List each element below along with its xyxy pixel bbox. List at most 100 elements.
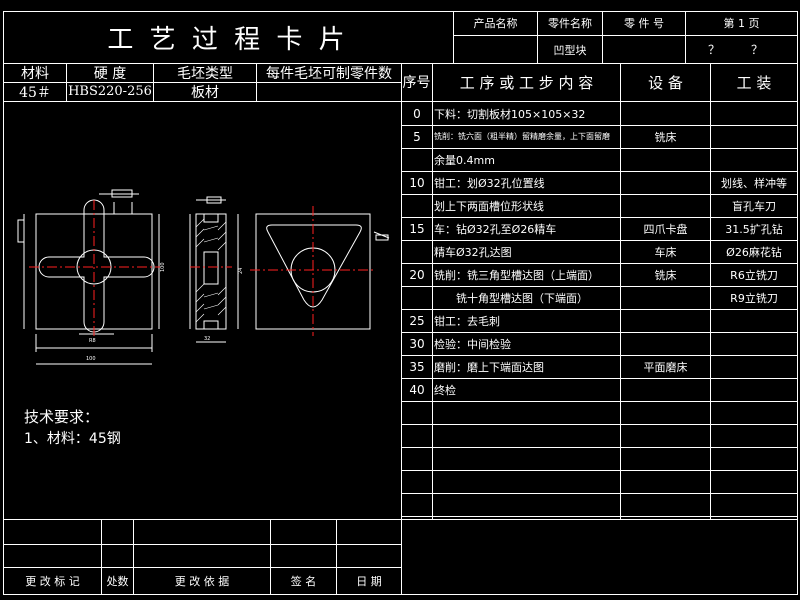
- ops-row-content: 铣削：铣三角型槽达图（上端面）: [434, 268, 599, 282]
- part-drawing: R8 100 100 32 24: [17, 189, 390, 365]
- ops-row-content: 钳工：去毛刺: [434, 314, 500, 328]
- ops-row-tool: Ø26麻花钻: [726, 245, 782, 259]
- hardness-label: 硬 度: [93, 65, 127, 82]
- ops-row-equip: [621, 493, 710, 516]
- ops-row-content: 终检: [434, 383, 456, 397]
- parts-per-blank-value: [257, 82, 401, 101]
- ops-row-no: 5: [413, 129, 421, 144]
- ops-row-tool: [711, 401, 797, 424]
- ops-row-tool: [711, 148, 797, 171]
- ops-row-no: [402, 148, 432, 171]
- ops-row-tool: [711, 493, 797, 516]
- footer-date: 日 期: [356, 575, 382, 588]
- ops-row-content: [434, 493, 620, 516]
- ops-header-equipment: 设 备: [648, 73, 683, 92]
- footer-signature: 签 名: [290, 575, 317, 588]
- ops-row-equip: [621, 194, 710, 217]
- ops-row-equip: 车床: [654, 245, 677, 259]
- part-no-value: ？: [707, 43, 720, 57]
- ops-row-no: [402, 194, 432, 217]
- ops-row-equip: 铣床: [654, 268, 677, 282]
- dim-radius: R8: [89, 338, 96, 344]
- footer-change-mark: 更 改 标 记: [25, 575, 80, 588]
- ops-row-equip: [621, 447, 710, 470]
- dim-width: 100: [86, 356, 96, 362]
- footer-change-basis: 更 改 依 据: [174, 575, 230, 588]
- ops-row-content: 划上下两面槽位形状线: [434, 199, 544, 213]
- ops-row-equip: [621, 424, 710, 447]
- ops-row-no: 40: [409, 382, 425, 397]
- ops-row-no: [402, 493, 432, 516]
- material-value: 45＃: [19, 84, 51, 101]
- ops-header-no: 序号: [402, 75, 431, 91]
- ops-row-tool: [711, 378, 797, 401]
- ops-row-tool: [711, 470, 797, 493]
- ops-row-tool: R9立铣刀: [730, 291, 778, 305]
- part-name-label: 零件名称: [548, 17, 592, 30]
- ops-row-no: 35: [409, 359, 425, 374]
- ops-row-tool: [711, 447, 797, 470]
- part-no-label: 零 件 号: [624, 17, 664, 30]
- ops-row-tool: [711, 332, 797, 355]
- footer-count: 处数: [106, 575, 129, 588]
- blank-type-value: 板材: [191, 84, 219, 101]
- ops-row-tool: 31.5扩孔钻: [725, 222, 783, 236]
- ops-row-no: 15: [409, 221, 425, 236]
- ops-row-equip: 平面磨床: [643, 360, 688, 374]
- ops-row-content: [434, 470, 620, 493]
- ops-row-equip: 四爪卡盘: [643, 222, 688, 236]
- ops-row-equip: [621, 401, 710, 424]
- ops-row-equip: [621, 332, 710, 355]
- center-lines: [29, 200, 376, 337]
- product-name-label: 产品名称: [473, 17, 518, 30]
- ops-row-no: [402, 401, 432, 424]
- ops-row-tool: [711, 309, 797, 332]
- ops-header-content: 工 序 或 工 步 内 容: [459, 73, 594, 92]
- ops-row-no: [402, 424, 432, 447]
- ops-row-no: [402, 470, 432, 493]
- material-label: 材料: [21, 65, 49, 82]
- ops-row-content: [434, 424, 620, 447]
- ops-row-no: 30: [409, 336, 425, 351]
- ops-row-tool: [711, 424, 797, 447]
- parts-per-blank-label: 每件毛坯可制零件数: [266, 65, 392, 82]
- ops-row-no: 0: [413, 106, 421, 121]
- dim-thick: 32: [204, 336, 210, 342]
- ops-row-no: 25: [409, 313, 425, 328]
- card-title: 工 艺 过 程 卡 片: [107, 24, 349, 55]
- ops-row-equip: [621, 148, 710, 171]
- ops-row-no: [402, 240, 432, 263]
- ops-row-content: 下料：切割板材105×105×32: [434, 107, 586, 121]
- ops-row-content: 铣削：铣六面（粗半精）留精磨余量，上下面留磨: [434, 132, 610, 141]
- dim-side: 24: [238, 268, 244, 274]
- ops-row-tool: [711, 125, 797, 148]
- cross-slot-outline: [38, 199, 155, 333]
- part-name-value: 凹型块: [553, 43, 587, 57]
- ops-row-content: [434, 401, 620, 424]
- ops-row-content: 精车Ø32孔达图: [434, 245, 512, 259]
- ops-row-content: [434, 447, 620, 470]
- ops-row-tool: [711, 355, 797, 378]
- page-label: 第 1 页: [723, 17, 760, 30]
- ops-row-content: 钳工：划Ø32孔位置线: [434, 176, 545, 190]
- page-total-value: ？: [750, 43, 763, 57]
- ops-row-content: 检验：中间检验: [434, 337, 511, 351]
- blank-type-label: 毛坯类型: [177, 65, 233, 82]
- ops-row-equip: 铣床: [654, 130, 677, 144]
- ops-row-tool: [711, 102, 797, 125]
- ops-row-content: 车：钻Ø32孔至Ø26精车: [434, 222, 557, 236]
- ops-row-no: 10: [409, 175, 425, 190]
- dim-height: 100: [160, 262, 166, 272]
- ops-row-equip: [621, 470, 710, 493]
- ops-row-content: 铣十角型槽达图（下端面）: [434, 291, 588, 305]
- ops-row-equip: [621, 309, 710, 332]
- ops-row-tool: 盲孔车刀: [732, 199, 776, 213]
- ops-row-no: [402, 447, 432, 470]
- triangle-slot-outline: [266, 224, 362, 308]
- section-hatching: [195, 218, 227, 323]
- ops-row-content: 磨削：磨上下端面达图: [434, 360, 544, 374]
- hardness-value: HBS220-256: [68, 84, 152, 99]
- ops-row-content: 余量0.4mm: [434, 153, 495, 167]
- ops-row-equip: [621, 378, 710, 401]
